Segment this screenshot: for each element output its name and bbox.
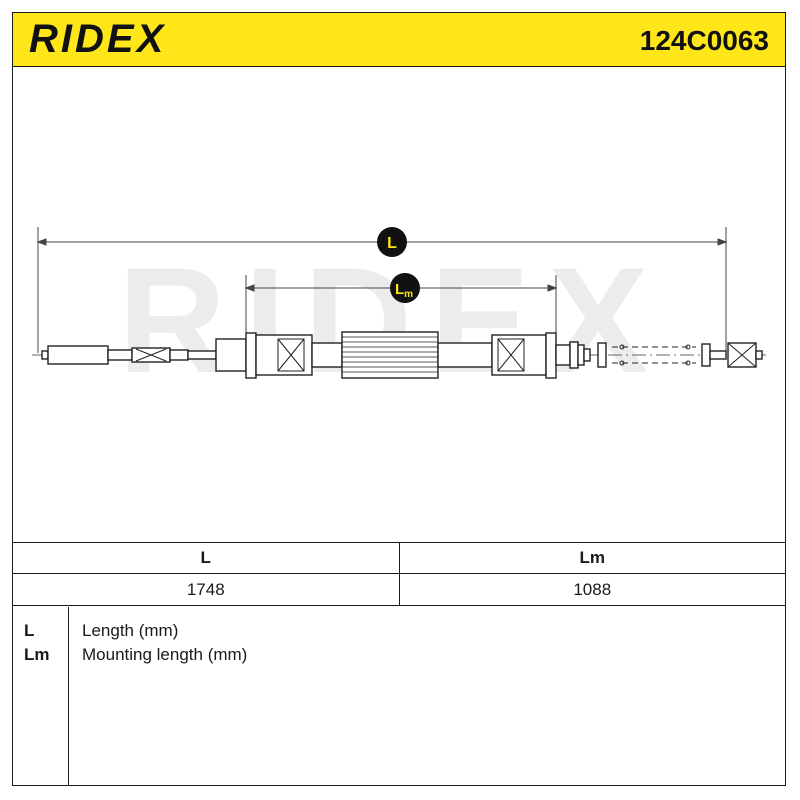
- left-neck: [311, 342, 343, 368]
- legend-desc-lm: Mounting length (mm): [82, 645, 248, 664]
- right-neck: [437, 342, 493, 368]
- right-tip: [755, 350, 763, 360]
- dimension-table: L Lm 1748 1088: [12, 542, 786, 606]
- cable-diagram-svg: RIDEX L Lm: [32, 227, 768, 404]
- dimension-l-badge: L: [377, 227, 407, 257]
- dimension-lm-badge: Lm: [390, 273, 420, 303]
- right-ferrule: [555, 344, 571, 366]
- table-value-l: 1748: [186, 579, 225, 599]
- left-rod: [187, 350, 217, 360]
- cable-drawing: RIDEX L Lm: [12, 67, 786, 542]
- left-grommet: [255, 334, 313, 376]
- left-crimp-knurl: [135, 348, 167, 362]
- left-sleeve: [107, 349, 133, 361]
- dimension-l-symbol: L: [387, 235, 397, 252]
- cable-parts: [41, 331, 763, 379]
- right-grommet: [491, 334, 547, 376]
- washer-1: [597, 342, 607, 368]
- table-row: 1748 1088: [13, 574, 785, 606]
- right-ferrule-ring-1: [569, 341, 579, 369]
- table-value-lm: 1088: [398, 574, 786, 605]
- right-flange: [545, 332, 557, 379]
- washer-2: [701, 343, 711, 367]
- dimension-lm-subscript: m: [404, 289, 413, 300]
- left-tip: [41, 350, 49, 360]
- left-grommet-cross: [277, 338, 305, 372]
- svg-text:Lm: Lm: [395, 281, 413, 300]
- right-grommet-cross: [497, 338, 525, 372]
- legend-symbols: L Lm: [12, 607, 69, 786]
- legend-symbol-l: L: [24, 621, 35, 640]
- dimension-lm-symbol: L: [395, 281, 404, 298]
- brand-logo: RIDEX: [29, 17, 167, 61]
- left-end-fitting: [47, 345, 109, 365]
- table-header-lm: Lm: [398, 543, 786, 573]
- right-nut-cross: [727, 342, 757, 368]
- right-rod: [709, 350, 727, 360]
- watermark-text: RIDEX: [118, 236, 666, 404]
- header-bar: RIDEX 124C0063: [12, 12, 786, 67]
- table-header-l: L: [200, 548, 211, 567]
- legend-symbol-lm: Lm: [24, 645, 50, 664]
- cable-break: [612, 344, 696, 366]
- left-joint: [169, 349, 189, 361]
- legend-desc-l: Length (mm): [82, 621, 179, 640]
- legend: L Lm Length (mm) Mounting length (mm): [12, 607, 786, 786]
- middle-sleeve: [341, 331, 439, 379]
- table-header-row: L Lm: [13, 542, 785, 574]
- right-ferrule-ring-2: [577, 344, 585, 366]
- legend-descriptions: Length (mm) Mounting length (mm): [82, 619, 247, 667]
- right-ferrule-tip: [583, 348, 591, 362]
- left-housing: [215, 338, 247, 372]
- left-flange: [245, 332, 257, 379]
- part-number: 124C0063: [639, 25, 769, 56]
